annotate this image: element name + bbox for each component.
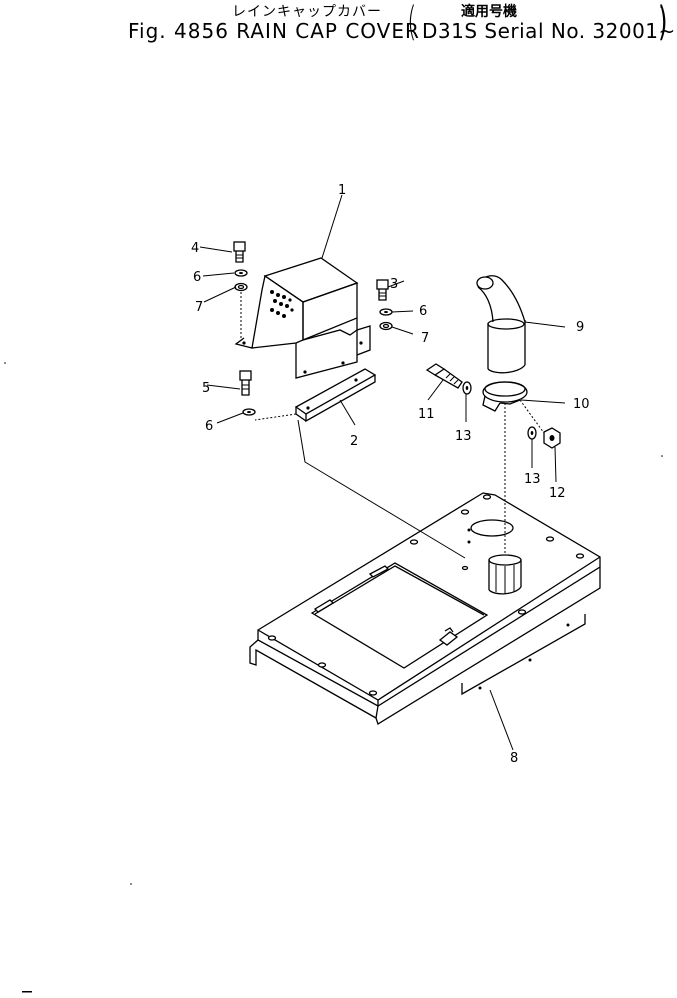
figure-title: Fig. 4856 RAIN CAP COVER <box>128 19 420 43</box>
callout-1: 1 <box>338 183 346 198</box>
rain-cap-cover-part <box>234 257 371 379</box>
washer-6-lower-left <box>242 408 256 416</box>
callout-11: 11 <box>418 407 435 422</box>
japanese-serial-label: 適用号機 <box>461 4 517 20</box>
bolt-11 <box>425 363 463 389</box>
callout-5: 5 <box>202 381 210 396</box>
bolt-3 <box>376 279 389 301</box>
bracket-plate-part <box>254 368 377 423</box>
nut-12 <box>543 427 561 449</box>
callout-2: 2 <box>350 434 358 449</box>
callout-6-lower-left: 6 <box>205 419 213 434</box>
callout-7-left: 7 <box>195 300 203 315</box>
bolt-5 <box>239 370 252 396</box>
callout-12: 12 <box>549 486 566 501</box>
callout-6-right: 6 <box>419 304 427 319</box>
callout-labels: 1 2 3 4 5 6 6 6 7 7 8 9 10 11 12 13 13 <box>191 183 590 766</box>
washer-7-right <box>379 321 393 331</box>
clamp-part <box>482 381 528 412</box>
scan-specks <box>4 6 663 993</box>
callout-4: 4 <box>191 241 199 256</box>
callout-13-right: 13 <box>524 472 541 487</box>
washer-7-top-left <box>234 282 248 292</box>
callout-8: 8 <box>510 751 518 766</box>
japanese-title: レインキャップカバー <box>232 4 382 20</box>
callout-13-left: 13 <box>455 429 472 444</box>
serial-range: D31S Serial No. 32001~ <box>422 19 676 43</box>
rain-cap-part <box>476 275 526 374</box>
cover-plate-part <box>249 492 601 725</box>
callout-3: 3 <box>390 277 398 292</box>
washer-6-right <box>379 308 393 316</box>
callout-10: 10 <box>573 397 590 412</box>
washer-13-right <box>527 426 537 440</box>
washer-13-left <box>462 381 472 395</box>
serial-bracket-left: ( <box>407 0 417 45</box>
washer-6-top-left <box>234 269 248 277</box>
callout-7-right: 7 <box>421 331 429 346</box>
leader-lines <box>199 194 566 751</box>
bolt-4 <box>233 241 246 263</box>
callout-9: 9 <box>576 320 584 335</box>
nut-axis-line <box>519 399 545 434</box>
serial-bracket-right: ) <box>658 0 668 45</box>
bracket-location-line <box>297 419 466 559</box>
callout-6-top-left: 6 <box>193 270 201 285</box>
